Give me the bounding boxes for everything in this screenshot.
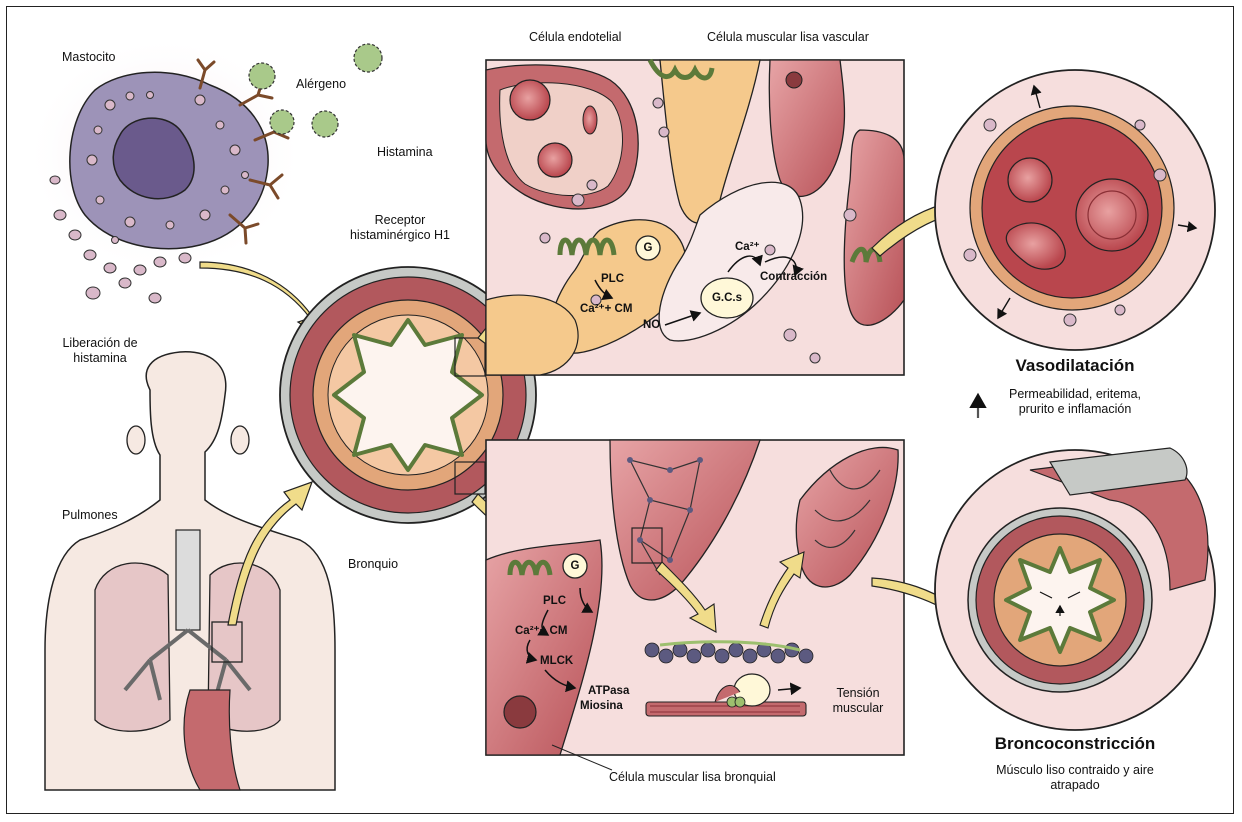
broncoconstriccion-desc-line2: atrapado (1050, 778, 1100, 792)
bottom-g-label: G (570, 560, 580, 572)
bronchus-cross-section (279, 266, 537, 524)
h1-receptor (557, 237, 617, 256)
vessel-zoom-box (454, 337, 486, 377)
bottom-miosina-label: Miosina (580, 700, 623, 712)
label-alergeno: Alérgeno (296, 77, 347, 91)
label-receptor: Receptor histaminérgico H1 (330, 213, 470, 243)
top-g-label: G (643, 242, 653, 254)
nucleus (112, 117, 195, 200)
label-liberacion-line2: histamina (73, 351, 127, 365)
figure-frame (6, 6, 1234, 814)
top-no-label: NO (643, 319, 661, 331)
label-pulmones: Pulmones (62, 508, 118, 522)
top-plc-label: PLC (601, 273, 624, 285)
vascular-smooth-muscle (768, 59, 846, 197)
mast-cell (25, 35, 383, 304)
label-liberacion: Liberación de histamina (40, 336, 160, 366)
arrow-lung-bronchus (227, 481, 313, 626)
label-tension-line1: Tensión (836, 686, 880, 700)
gcs-node (700, 277, 754, 319)
top-contraccion-label: Contracción (760, 271, 828, 283)
human-torso (44, 351, 336, 791)
vascular-panel (485, 58, 905, 376)
label-receptor-line1: Receptor (374, 213, 426, 227)
vasodilatacion-title: Vasodilatación (1015, 356, 1135, 375)
label-tension: Tensión muscular (818, 686, 898, 716)
bronchoconstriction-circle (934, 447, 1216, 731)
red-blood-cell (537, 142, 573, 178)
label-receptor-line2: histaminérgico H1 (349, 228, 451, 242)
label-liberacion-line1: Liberación de (62, 336, 138, 350)
actin-myosin (644, 640, 814, 717)
lung-zoom-box (211, 621, 243, 663)
allergen-particles (248, 43, 383, 138)
top-ca-cm-label: Ca²⁺+ CM (580, 303, 633, 315)
label-celula-muscular-vascular: Célula muscular lisa vascular (707, 30, 869, 44)
label-histamina: Histamina (377, 145, 433, 159)
muscle-zoom-box (454, 461, 486, 495)
heart-aorta (183, 689, 241, 791)
released-granules (49, 175, 192, 304)
broncoconstriccion-desc: Músculo liso contraido y aire atrapado (955, 763, 1195, 793)
label-tension-line2: muscular (832, 701, 884, 715)
label-celula-muscular-bronquial: Célula muscular lisa bronquial (609, 770, 776, 784)
bottom-ca-cm-label: Ca²⁺+ CM (515, 625, 568, 637)
bronchial-muscle-panel (485, 439, 905, 771)
broncoconstriccion-title: Broncoconstricción (994, 734, 1156, 753)
vasodilatacion-desc-line1: Permeabilidad, eritema, (1008, 387, 1141, 401)
label-bronquio: Bronquio (348, 557, 399, 571)
bottom-mlck-label: MLCK (540, 655, 574, 667)
label-celula-endotelial: Célula endotelial (529, 30, 622, 44)
label-mastocito: Mastocito (62, 50, 116, 64)
top-ca-label: Ca²⁺ (735, 241, 760, 253)
trachea (175, 529, 201, 631)
top-gcs-label: G.C.s (711, 292, 743, 304)
bottom-atpasa-label: ATPasa (588, 685, 630, 697)
g-protein (635, 235, 661, 261)
vasodilatacion-desc: Permeabilidad, eritema, prurito e inflam… (985, 387, 1165, 417)
broncoconstriccion-desc-line1: Músculo liso contraido y aire (996, 763, 1154, 777)
left-lung (94, 562, 171, 732)
vasodilation-circle (934, 69, 1216, 351)
bottom-plc-label: PLC (543, 595, 566, 607)
red-blood-cell (509, 79, 551, 121)
vasodilatacion-desc-line2: prurito e inflamación (1018, 402, 1132, 416)
